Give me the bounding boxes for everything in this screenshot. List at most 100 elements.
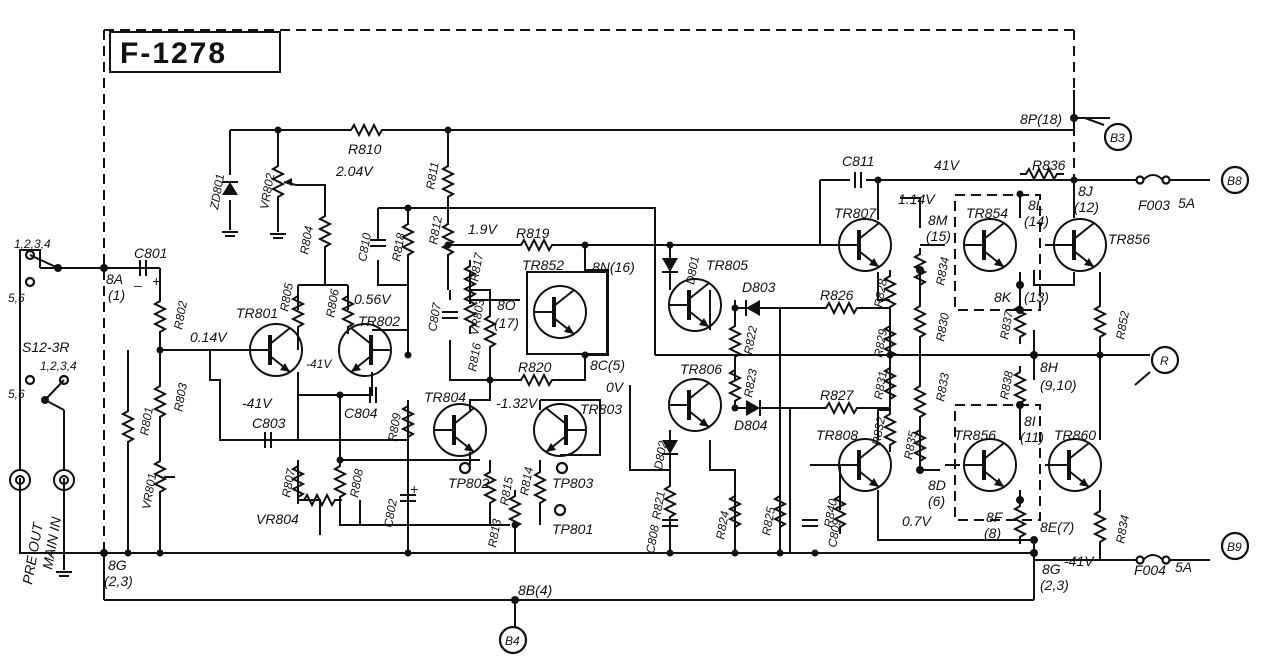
connector-b9 <box>1220 531 1250 561</box>
transistor-tr806 <box>667 377 723 433</box>
power-stage-outline <box>954 194 1041 521</box>
label-c803: C803 <box>252 415 286 431</box>
title-box <box>109 31 281 73</box>
label-r834-lower: R834 <box>1113 514 1132 545</box>
jacks <box>9 469 75 491</box>
label-r833: R833 <box>933 372 952 403</box>
label-tr805: TR805 <box>706 257 748 273</box>
terminal-8d: 8D <box>928 477 946 493</box>
terminal-8g-left: 8G <box>108 557 127 573</box>
terminal-8m-num: (15) <box>926 228 951 244</box>
fuse-f003: F003 <box>1138 197 1170 213</box>
label-tr804: TR804 <box>424 389 466 405</box>
fuse-f004-rating: 5A <box>1175 559 1192 575</box>
transistor-tr852 <box>526 271 608 355</box>
terminal-8c: 8C(5) <box>590 357 625 373</box>
label-vr802: VR802 <box>257 172 277 211</box>
switch-pos-mid-b: 5,6 <box>8 387 25 401</box>
label-tr856-upper: TR856 <box>1108 231 1150 247</box>
label-vr801: VR801 <box>139 472 159 511</box>
terminal-8a-num: (1) <box>108 287 125 303</box>
label-vr804: VR804 <box>256 511 299 527</box>
voltage-0-14v: 0.14V <box>190 329 228 345</box>
label-r821: R821 <box>649 490 668 521</box>
terminal-8o-num: (17) <box>494 315 519 331</box>
voltage-0-56v: 0.56V <box>354 291 392 307</box>
terminal-8l-num: (14) <box>1024 213 1049 229</box>
terminal-8k: 8K <box>994 289 1012 305</box>
terminal-8g-right-num: (2,3) <box>1040 577 1069 593</box>
label-r836: R836 <box>1032 157 1066 173</box>
label-d803: D803 <box>742 279 776 295</box>
transistor-tr802 <box>337 322 393 378</box>
transistor-tr805 <box>667 277 723 333</box>
terminal-8g-right: 8G <box>1042 561 1061 577</box>
connector-b4 <box>498 625 528 655</box>
label-r802: R802 <box>171 300 190 331</box>
transistor-tr860 <box>1047 437 1103 493</box>
board-title: F-1278 <box>120 37 227 70</box>
label-r852: R852 <box>1113 310 1132 341</box>
label-d801: D801 <box>683 255 702 286</box>
terminal-8o: 8O <box>497 297 516 313</box>
voltage-1-9v: 1.9V <box>468 221 498 237</box>
transistor-tr808 <box>837 437 893 493</box>
connector-b3-label: B3 <box>1110 131 1125 145</box>
voltage-minus-41v-c: -41V <box>1064 553 1095 569</box>
label-r817: R817 <box>467 251 486 283</box>
connector-r <box>1150 345 1180 375</box>
voltage-minus-1-32v: -1.32V <box>496 395 539 411</box>
connector-b3 <box>1103 122 1133 152</box>
label-r822: R822 <box>741 325 760 356</box>
transistor-tr807 <box>837 217 893 273</box>
label-r820: R820 <box>518 359 552 375</box>
transistor-tr856-lower <box>962 437 1018 493</box>
terminal-8d-num: (6) <box>928 493 945 509</box>
label-d804: D804 <box>734 417 768 433</box>
voltage-0-7v: 0.7V <box>902 513 932 529</box>
label-r808: R808 <box>347 468 366 499</box>
diodes <box>222 181 761 455</box>
label-r837: R837 <box>997 309 1016 341</box>
voltage-minus-41v-a: -41V <box>306 357 332 371</box>
switch-pos-top: 1,2,3,4 <box>14 237 51 251</box>
transistor-tr801 <box>248 322 304 378</box>
sign-minus: – <box>133 277 142 293</box>
label-r818: R818 <box>389 232 408 263</box>
connector-b9-label: B9 <box>1227 540 1242 554</box>
label-c810: C810 <box>355 232 374 263</box>
label-tr802: TR802 <box>358 313 400 329</box>
label-tr852: TR852 <box>522 257 564 273</box>
label-c808: C808 <box>643 524 662 555</box>
label-r806: R806 <box>323 288 342 319</box>
terminal-8e: 8E(7) <box>1040 519 1074 535</box>
label-r828: R828 <box>871 278 890 309</box>
connector-b4-label: B4 <box>505 634 520 648</box>
label-r832: R832 <box>869 416 888 447</box>
ground-symbols <box>56 231 286 577</box>
terminal-8i: 8I <box>1024 413 1036 429</box>
label-r811: R811 <box>423 161 442 191</box>
label-r804: R804 <box>297 225 316 256</box>
label-c804: C804 <box>344 405 378 421</box>
label-tr856-lower: TR856 <box>954 427 996 443</box>
terminal-8k-num: (13) <box>1024 289 1049 305</box>
sign-plus-c802: + <box>410 481 418 497</box>
fuses <box>1135 174 1171 565</box>
label-tp803: TP803 <box>552 475 593 491</box>
terminal-8m: 8M <box>928 212 948 228</box>
voltage-minus-41v-b: -41V <box>242 395 273 411</box>
label-r803: R803 <box>171 382 190 413</box>
label-tr854: TR854 <box>966 205 1008 221</box>
label-tr803: TR803 <box>580 401 622 417</box>
voltage-0v: 0V <box>606 379 625 395</box>
switch-pos-mid: 1,2,3,4 <box>40 359 77 373</box>
terminal-8g-left-num: (2,3) <box>104 573 133 589</box>
terminal-8h: 8H <box>1040 359 1059 375</box>
label-tp802: TP802 <box>448 475 489 491</box>
jack-main-in: MAIN IN <box>39 515 64 571</box>
connector-b8-label: B8 <box>1227 174 1242 188</box>
label-r813: R813 <box>485 518 504 549</box>
label-tr860: TR860 <box>1054 427 1096 443</box>
capacitors <box>139 172 862 527</box>
